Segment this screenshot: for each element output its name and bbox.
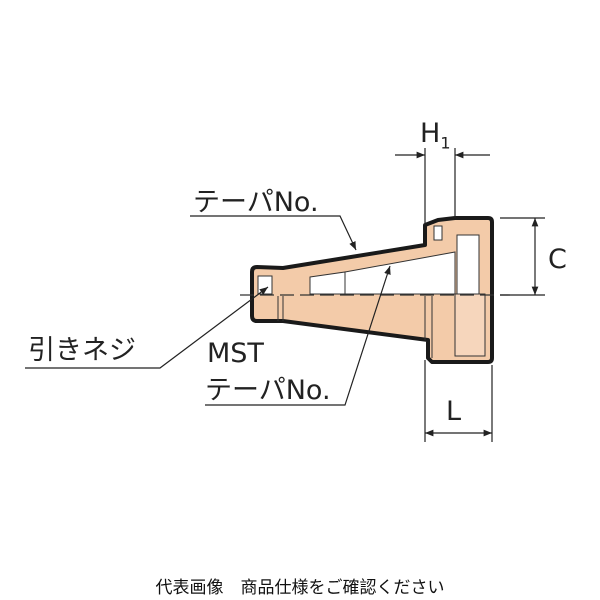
mst-taper-no-label: テーパNo.	[205, 375, 331, 406]
holder-body	[250, 216, 494, 364]
h1-label: H1	[420, 118, 451, 152]
taper-no-label: テーパNo.	[193, 187, 319, 218]
pull-screw-label: 引きネジ	[28, 335, 136, 366]
l-label: L	[446, 396, 462, 427]
dimension-lines	[395, 148, 545, 442]
h1-text: H	[420, 118, 441, 149]
h1-subscript: 1	[440, 133, 451, 153]
c-label: C	[548, 244, 567, 275]
leader-lines	[25, 215, 391, 406]
caption: 代表画像 商品仕様をご確認ください	[155, 578, 445, 598]
mst-label: MST	[207, 338, 264, 369]
